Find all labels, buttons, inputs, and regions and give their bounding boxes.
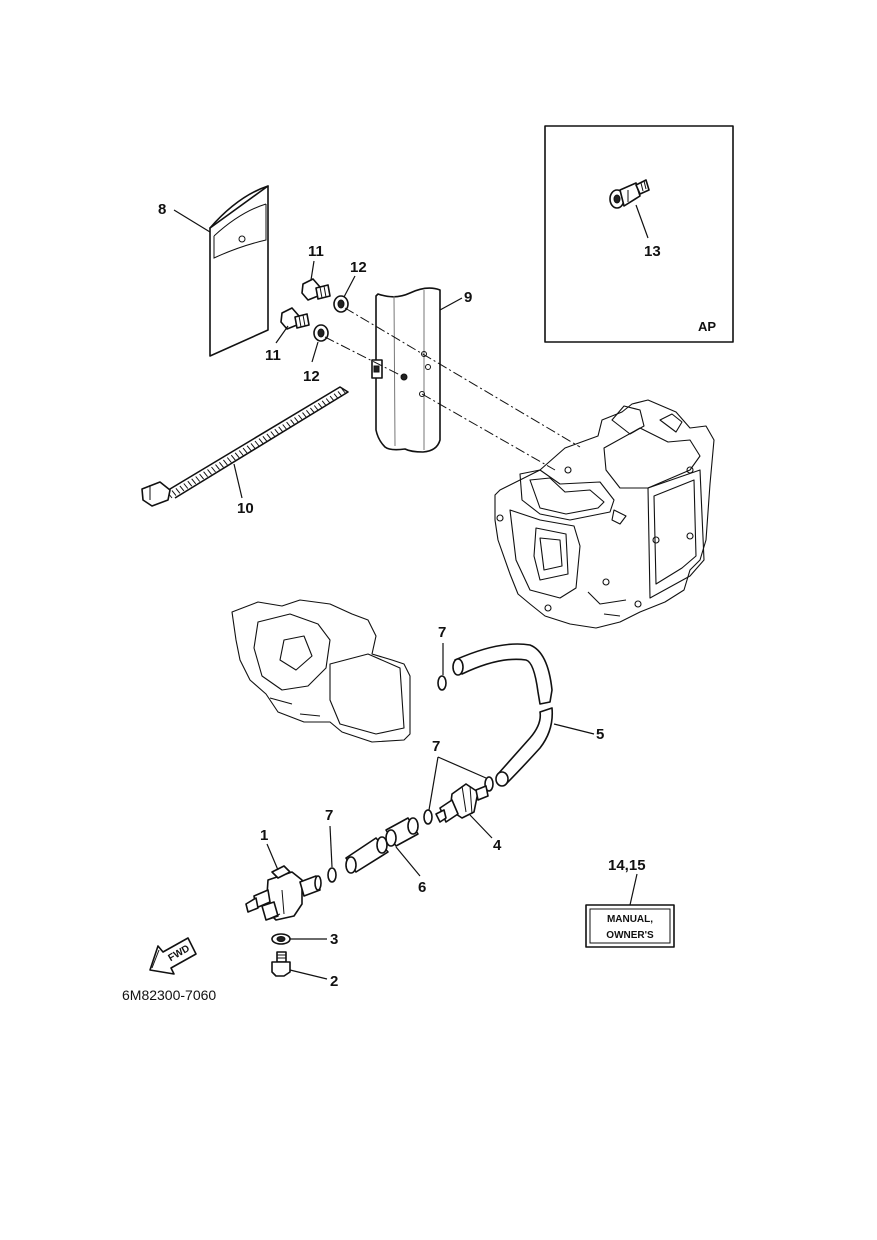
carburetor-outline [231, 599, 411, 743]
part-2-screw [271, 951, 291, 977]
part-7-clip-mid-left [423, 809, 433, 825]
callout-7-top: 7 [438, 624, 446, 641]
part-7-clip-mid-right [484, 776, 494, 792]
part-11-bolt-lower [280, 307, 310, 330]
callout-3: 3 [330, 931, 338, 948]
part-5-fuel-hose [452, 643, 554, 787]
part-11-bolt-upper [301, 278, 331, 301]
callout-4: 4 [493, 837, 502, 854]
owners-manual-label: MANUAL, OWNER'S [585, 904, 675, 948]
callout-10: 10 [237, 500, 254, 517]
callout-13: 13 [644, 243, 661, 260]
callout-11-lower: 11 [265, 347, 281, 364]
part-9-cover [371, 287, 441, 453]
inset-tag: AP [698, 319, 716, 334]
callout-6: 6 [418, 879, 426, 896]
part-4-joint [435, 783, 489, 823]
callout-11-upper: 11 [308, 243, 324, 260]
diagram-code: 6M82300-7060 [122, 987, 216, 1003]
part-12-washer-lower [313, 324, 329, 342]
part-7-clip-lower [327, 867, 337, 883]
callout-1: 1 [260, 827, 268, 844]
part-1-fuel-cock [245, 865, 322, 921]
callout-14-15: 14,15 [608, 857, 646, 874]
callout-9: 9 [464, 289, 472, 306]
callout-5: 5 [596, 726, 604, 743]
callout-7-mid: 7 [432, 738, 440, 755]
powerhead-block [494, 399, 715, 629]
callout-8: 8 [158, 201, 166, 218]
part-12-washer-upper [333, 295, 349, 313]
callout-12-upper: 12 [350, 259, 367, 276]
manual-line-2: OWNER'S [606, 930, 654, 941]
callout-7-lower: 7 [325, 807, 333, 824]
part-8-bag [209, 185, 269, 357]
callout-2: 2 [330, 973, 338, 990]
part-6-hose-left [345, 836, 389, 874]
part-7-clip-top [437, 675, 447, 691]
fwd-arrow: FWD [149, 937, 197, 975]
part-13-fitting [609, 179, 650, 209]
part-6-hose-right [385, 817, 419, 847]
part-3-washer [271, 933, 291, 945]
inset-box: 13 AP [544, 125, 734, 343]
callout-12-lower: 12 [303, 368, 320, 385]
manual-line-1: MANUAL, [607, 914, 653, 925]
part-10-cable-tie [141, 386, 349, 507]
